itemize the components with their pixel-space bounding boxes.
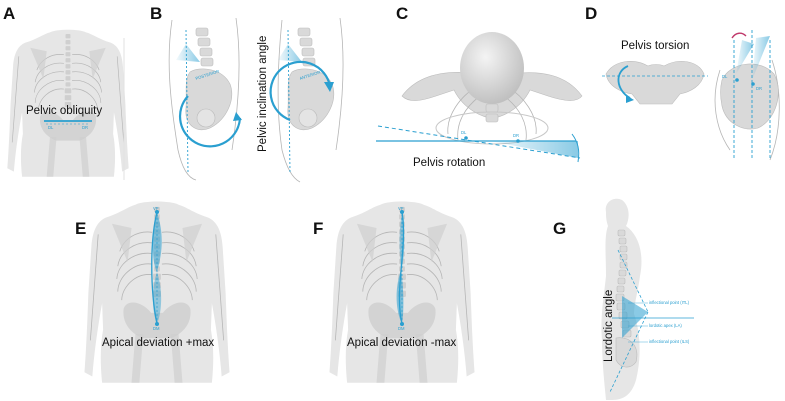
- panel-c: C DL DR Pelvis rotation: [376, 4, 583, 169]
- panel-d: D Pelvis torsion DL DR: [585, 4, 780, 161]
- torsion-arrowhead: [626, 95, 634, 103]
- point-vp-f: [400, 210, 404, 214]
- tick-dl-a: DL: [48, 125, 54, 130]
- annotation-ils: inflectional point (ILS): [649, 339, 690, 344]
- lordotic-angle-area: [622, 296, 648, 338]
- label-vp-f: VP: [398, 206, 404, 211]
- arrowhead-right: [324, 82, 334, 92]
- panel-g: G inflectional point (ITL) lordotic apex…: [553, 198, 694, 400]
- point-dl-d: [735, 78, 739, 82]
- panel-b: B POSTERIOR Pelvic inclination angle ANT…: [150, 4, 344, 183]
- panel-letter-b: B: [150, 4, 162, 23]
- torsion-angle-marker: [731, 32, 747, 39]
- pelvis-left: [185, 68, 232, 130]
- femoral-head-left: [196, 108, 216, 128]
- panel-letter-g: G: [553, 219, 566, 238]
- label-dm-e: DM: [153, 326, 160, 331]
- tick-dr-a: DR: [82, 125, 88, 130]
- annotation-la: lordotic apex (LA): [649, 323, 682, 328]
- rotation-arrow-right: [269, 60, 332, 122]
- label-dm-f: DM: [398, 326, 405, 331]
- sacrum-pelvis: [615, 337, 638, 368]
- caption-pelvic-obliquity: Pelvic obliquity: [26, 105, 102, 117]
- torso-figure-a: [6, 29, 130, 178]
- torsion-fan-left: [736, 40, 754, 74]
- panel-letter-a: A: [3, 4, 15, 23]
- caption-pelvic-inclination: Pelvic inclination angle: [257, 36, 269, 152]
- arrowhead-left: [233, 112, 242, 121]
- panel-letter-c: C: [396, 4, 408, 23]
- point-dl-c: [464, 136, 468, 140]
- tick-dl-d: DL: [722, 74, 728, 79]
- caption-pelvis-torsion: Pelvis torsion: [621, 40, 689, 52]
- spine-curve-e: [151, 211, 158, 325]
- point-dr-c: [516, 139, 520, 143]
- lumbar-spine-left: [195, 27, 214, 67]
- caption-apical-deviation-minus: Apical deviation -max: [347, 337, 457, 349]
- tangent-line-upper: [617, 249, 649, 313]
- angle-fan-left: [176, 44, 200, 62]
- rotation-angle-arc: [571, 133, 580, 163]
- caption-apical-deviation-plus: Apical deviation +max: [102, 337, 214, 349]
- tick-dr-d: DR: [756, 86, 762, 91]
- point-vp-e: [155, 210, 159, 214]
- rotation-angle-fan: [490, 141, 578, 158]
- femoral-head-right: [298, 108, 318, 128]
- caption-pelvis-rotation: Pelvis rotation: [413, 157, 485, 169]
- caption-lordotic-angle: Lordotic angle: [603, 290, 615, 362]
- rotation-arrow-left: [178, 95, 242, 148]
- panel-e: E VP DM Apical deviation +max: [75, 201, 231, 384]
- annotation-itl: inflectional point (ITL): [649, 300, 690, 305]
- body-outline-left: [168, 19, 197, 181]
- body-outline-right: [277, 19, 301, 183]
- point-dm-f: [400, 322, 404, 326]
- tick-dr-c: DR: [513, 133, 519, 138]
- point-dm-e: [155, 322, 159, 326]
- angle-fan-right: [278, 44, 302, 62]
- tick-dl-c: DL: [461, 130, 467, 135]
- panel-letter-e: E: [75, 219, 86, 238]
- panel-letter-f: F: [313, 219, 323, 238]
- label-anterior: ANTERIOR: [299, 70, 321, 81]
- spine-curve-f: [398, 211, 405, 325]
- torsion-fan-right: [752, 36, 770, 80]
- body-outline-right-back: [335, 17, 344, 151]
- label-vp-e: VP: [153, 206, 159, 211]
- head-top-view: [460, 32, 524, 104]
- rotation-axis: [377, 125, 581, 159]
- pelvis-right: [287, 68, 334, 130]
- pelvis-top-view: [605, 61, 705, 105]
- panel-f: F VP DM Apical deviation -max: [313, 201, 476, 384]
- deviation-area-upper-e: [152, 212, 162, 272]
- panel-a: A DL DR Pelvic obliquity: [3, 4, 130, 180]
- panel-letter-d: D: [585, 4, 597, 23]
- point-dr-d: [751, 82, 755, 86]
